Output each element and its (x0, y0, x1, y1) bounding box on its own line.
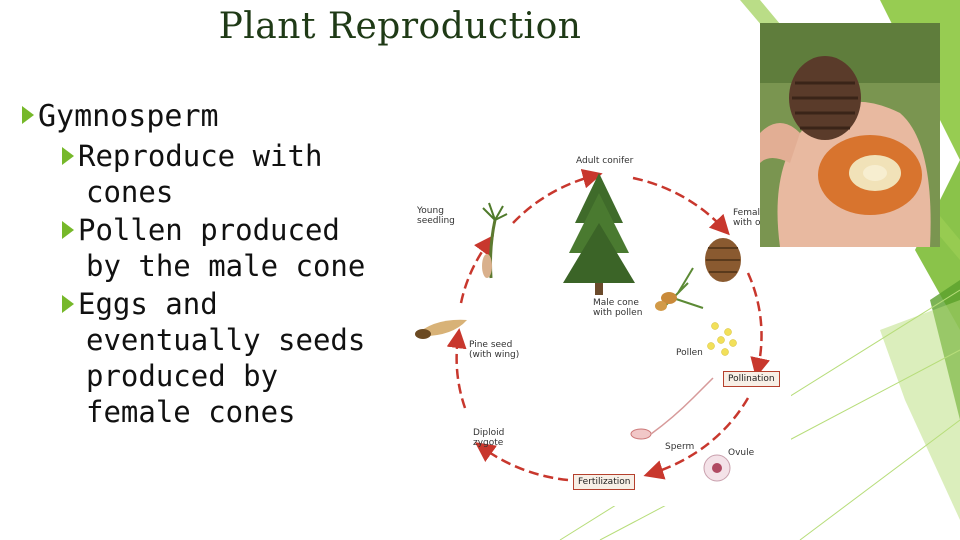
bullet-text: Eggs and (78, 287, 218, 321)
bullet-text: Reproduce with (78, 139, 323, 173)
label-fertilization: Fertilization (573, 474, 636, 490)
ovule-cell (703, 454, 731, 482)
bullet-text-continued: by the male cone (86, 249, 366, 283)
bullet-list: Gymnosperm Reproduce with cones Pollen p… (22, 98, 382, 430)
sub-bullet-eggs: Eggs and eventually seeds produced by fe… (22, 286, 382, 430)
slide-title: Plant Reproduction (218, 6, 582, 47)
bullet-text: Pollen produced (78, 213, 340, 247)
pine-cones-in-hand-photo (760, 23, 940, 247)
label-ovule: Ovule (728, 448, 755, 458)
label-line: zygote (473, 438, 504, 448)
label-line: (with wing) (469, 350, 520, 360)
label-line: Pine seed (469, 340, 513, 350)
label-adult-conifer: Adult conifer (576, 156, 634, 166)
label-line: Male cone (593, 298, 639, 308)
label-pine-seed: Pine seed(with wing) (469, 340, 519, 360)
label-pollination: Pollination (723, 371, 780, 387)
pollen-grains (707, 322, 737, 356)
arrow-bullet-icon (62, 147, 74, 165)
bullet-text: Gymnosperm (38, 99, 219, 134)
female-cone (705, 238, 741, 282)
photo-graphic (760, 23, 940, 247)
arrow-bullet-icon (22, 106, 34, 124)
bullet-text-continued: produced by (86, 359, 279, 393)
male-cone-branch (655, 267, 704, 311)
label-line: Diploid (473, 428, 505, 438)
label-sperm: Sperm (665, 442, 695, 452)
sub-bullet-pollen: Pollen produced by the male cone (22, 212, 382, 284)
label-line: with pollen (593, 308, 643, 318)
pine-seed (415, 319, 467, 339)
adult-conifer-tree (563, 173, 635, 295)
sub-bullet-cones: Reproduce with cones (22, 138, 382, 210)
bullet-gymnosperm: Gymnosperm (22, 98, 382, 136)
arrow-bullet-icon (62, 221, 74, 239)
arrow-bullet-icon (62, 295, 74, 313)
label-line: with ovule (733, 218, 780, 228)
sperm-cell (630, 377, 714, 440)
bullet-text-continued: eventually seeds (86, 323, 366, 357)
bullet-text-continued: female cones (86, 395, 296, 429)
label-line: seedling (417, 216, 455, 226)
label-pollen: Pollen (676, 348, 703, 358)
label-line: Young (417, 206, 444, 216)
young-seedling (482, 202, 508, 279)
life-cycle-graphic (415, 168, 770, 482)
bullet-text-continued: cones (86, 175, 174, 209)
